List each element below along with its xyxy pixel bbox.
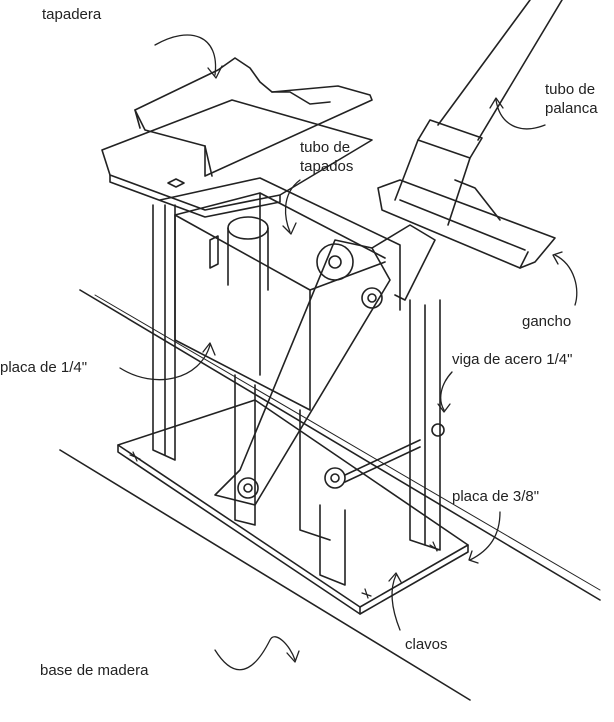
label-viga-de-acero: viga de acero 1/4" [452,351,573,368]
annotation-arrows [119,34,578,671]
label-tubo-de-tapados-line1: tubo de [300,139,351,156]
hook [377,179,556,269]
label-clavos: clavos [405,636,448,653]
base-plate [117,399,469,615]
label-tubo-de-tapados: tubo de tapados [300,138,353,176]
label-tubo-de-tapados-line2: tapados [300,158,354,175]
lever-tube [394,0,563,226]
label-tubo-de-palanca: tubo de palanca [545,80,598,118]
label-gancho: gancho [522,313,572,330]
lid [101,57,373,218]
steel-legs [152,204,441,586]
label-tapadera: tapadera [42,6,102,23]
arm-bar [214,224,436,506]
nails [129,451,439,599]
label-placa-1-4: placa de 1/4" [0,359,88,376]
label-base-de-madera: base de madera [40,662,149,679]
label-tubo-de-palanca-line1: tubo de [545,81,596,98]
bolts [324,423,445,489]
label-placa-3-8: placa de 3/8" [452,488,540,505]
pulley [316,243,354,281]
wooden-base [59,289,601,701]
label-tubo-de-palanca-line2: palanca [545,100,598,117]
compaction-tube [227,216,269,291]
